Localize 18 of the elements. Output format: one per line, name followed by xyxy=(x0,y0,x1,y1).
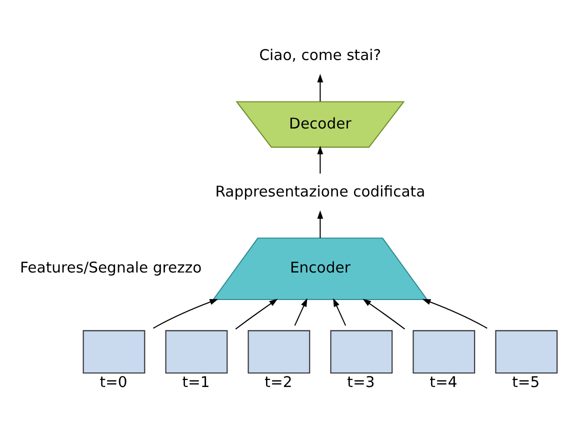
arrow xyxy=(317,74,324,102)
node-label: t=3 xyxy=(347,374,375,391)
arrow xyxy=(333,298,346,326)
arrow xyxy=(362,298,406,330)
arrow xyxy=(235,298,278,330)
node-label: t=4 xyxy=(430,374,458,391)
node-label: t=0 xyxy=(100,374,128,391)
node-label: t=1 xyxy=(182,374,210,391)
label: Features/Segnale grezzo xyxy=(20,260,202,277)
node-text: Ciao, come stai? xyxy=(259,47,382,64)
node-label: t=2 xyxy=(264,374,292,391)
node-label: t=5 xyxy=(512,374,540,391)
arrow xyxy=(317,210,324,238)
arrow xyxy=(153,299,218,329)
arrow xyxy=(294,298,308,326)
arrow xyxy=(422,299,488,329)
arrow xyxy=(317,146,324,174)
node-text: Rappresentazione codificata xyxy=(215,184,426,201)
